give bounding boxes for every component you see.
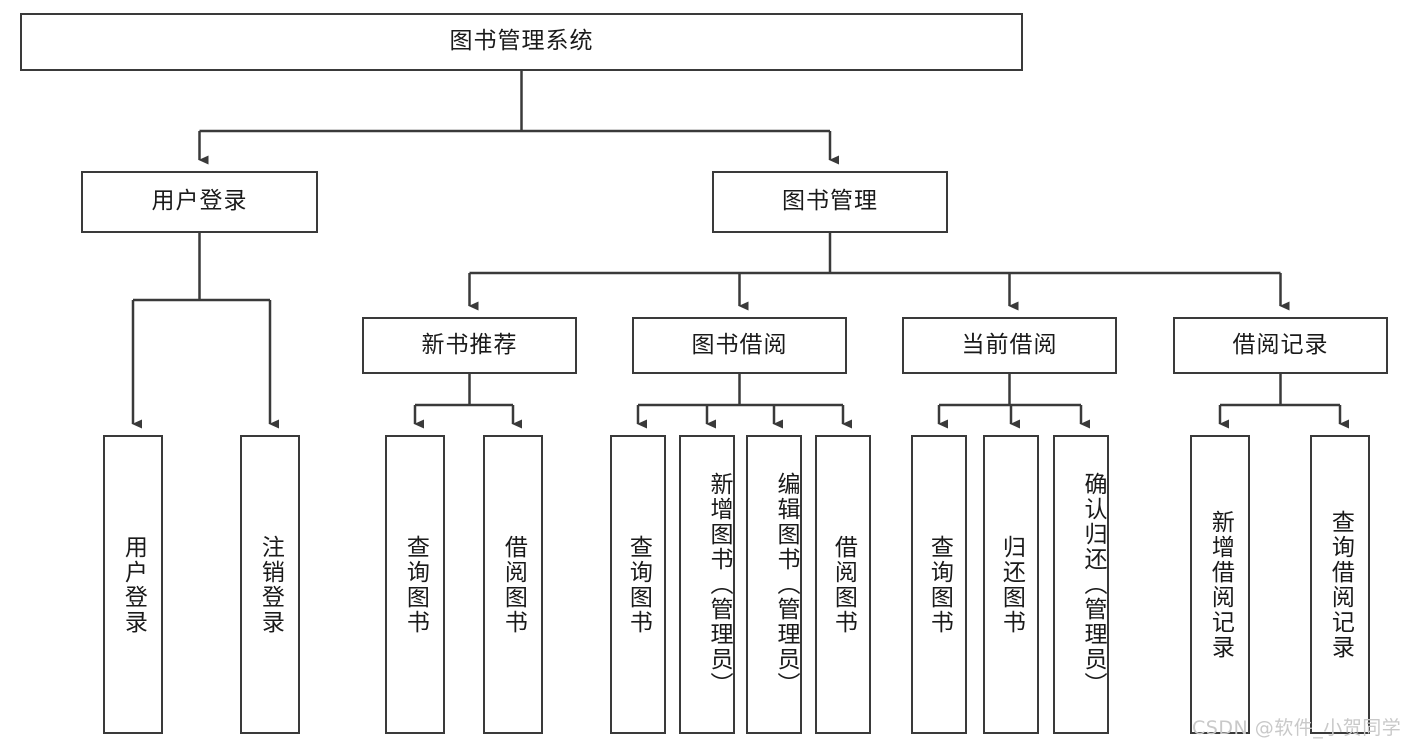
node-leaf-query-1[interactable]: 查询图书	[385, 435, 445, 734]
node-label: 图书管理	[782, 188, 878, 215]
node-leaf-edit-book[interactable]: 编辑图书（管理员）	[746, 435, 802, 734]
node-label: 借阅图书	[500, 534, 527, 635]
node-label: 新增图书（管理员）	[706, 472, 732, 697]
node-leaf-user-login[interactable]: 用户登录	[103, 435, 163, 734]
node-label: 图书借阅	[691, 331, 788, 358]
node-leaf-query-3[interactable]: 查询图书	[911, 435, 967, 734]
node-label: 新书推荐	[421, 331, 518, 358]
node-label: 借阅图书	[830, 534, 857, 635]
node-user-login[interactable]: 用户登录	[81, 171, 318, 233]
node-label: 用户登录	[151, 188, 248, 215]
node-label: 当前借阅	[961, 331, 1058, 358]
node-label: 查询图书	[625, 534, 652, 635]
node-label: 注销登录	[257, 534, 284, 635]
node-leaf-borrow-1[interactable]: 借阅图书	[483, 435, 543, 734]
node-root[interactable]: 图书管理系统	[20, 13, 1023, 71]
node-label: 图书管理系统	[449, 28, 594, 55]
node-leaf-add-book[interactable]: 新增图书（管理员）	[679, 435, 735, 734]
node-leaf-add-rec[interactable]: 新增借阅记录	[1190, 435, 1250, 734]
node-leaf-query-rec[interactable]: 查询借阅记录	[1310, 435, 1370, 734]
node-label: 查询图书	[926, 534, 953, 635]
node-book-manage[interactable]: 图书管理	[712, 171, 948, 233]
node-label: 确认归还（管理员）	[1080, 472, 1106, 697]
node-label: 用户登录	[120, 534, 147, 635]
node-leaf-confirm[interactable]: 确认归还（管理员）	[1053, 435, 1109, 734]
node-label: 查询借阅记录	[1327, 509, 1354, 660]
node-leaf-query-2[interactable]: 查询图书	[610, 435, 666, 734]
node-label: 归还图书	[998, 534, 1025, 635]
node-leaf-borrow-2[interactable]: 借阅图书	[815, 435, 871, 734]
node-book-borrow[interactable]: 图书借阅	[632, 317, 847, 374]
node-borrow-record[interactable]: 借阅记录	[1173, 317, 1388, 374]
node-leaf-logout[interactable]: 注销登录	[240, 435, 300, 734]
node-label: 新增借阅记录	[1207, 509, 1234, 660]
watermark: CSDN @软件_小贺同学	[1192, 717, 1402, 739]
node-label: 借阅记录	[1232, 331, 1329, 358]
node-label: 查询图书	[402, 534, 429, 635]
node-current-borrow[interactable]: 当前借阅	[902, 317, 1117, 374]
node-new-book-rec[interactable]: 新书推荐	[362, 317, 577, 374]
node-leaf-return[interactable]: 归还图书	[983, 435, 1039, 734]
node-label: 编辑图书（管理员）	[773, 472, 799, 697]
